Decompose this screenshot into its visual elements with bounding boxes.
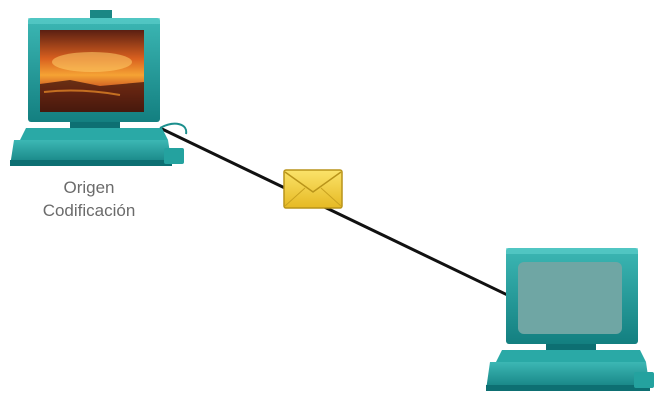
idle-screen [518, 262, 622, 334]
source-label-line1: Origen [63, 178, 114, 197]
destination-computer-icon [486, 248, 654, 391]
source-computer-icon [10, 10, 188, 166]
network-link [159, 126, 523, 304]
source-label-line2: Codificación [43, 201, 136, 220]
envelope-icon [283, 169, 343, 209]
